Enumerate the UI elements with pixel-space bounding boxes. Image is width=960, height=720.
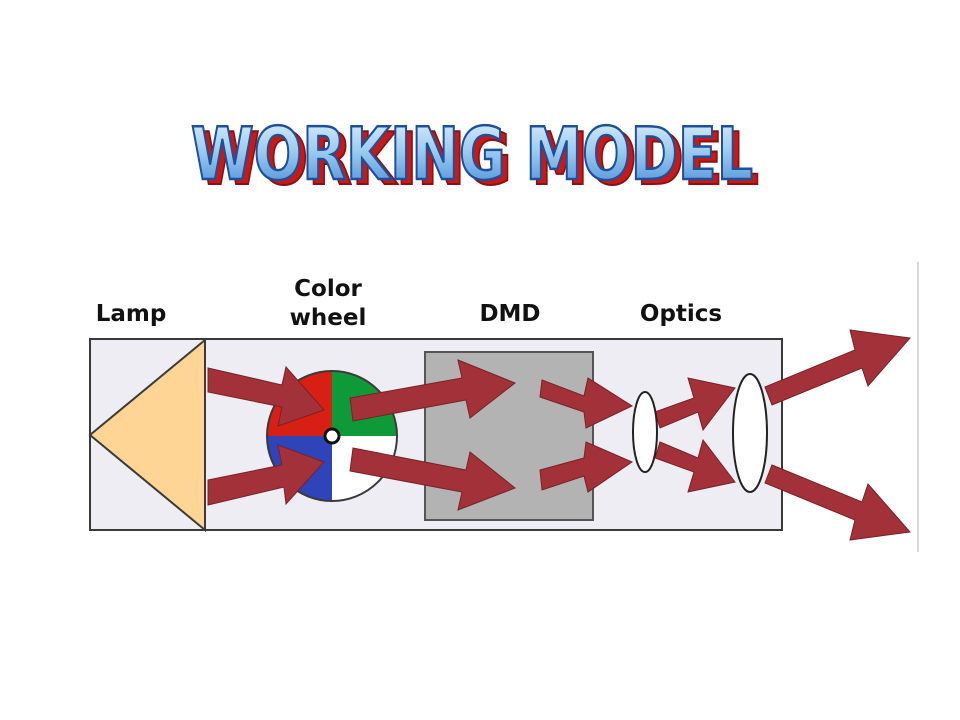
color-wheel-label-line1: Color xyxy=(294,276,362,302)
beam-arrow-optics-lower xyxy=(654,438,736,493)
wheel-hub xyxy=(323,427,341,445)
beam-arrow-dmd-lower xyxy=(539,441,634,493)
color-wheel-label-line2: wheel xyxy=(290,305,367,331)
beam-arrow-output-lower xyxy=(764,464,911,541)
beam-arrow-wheel-lower xyxy=(349,447,516,511)
page-title: WORKING MODEL xyxy=(191,112,753,196)
lamp-label: Lamp xyxy=(96,301,167,327)
beam-arrow-wheel-upper xyxy=(349,359,516,422)
wheel-outline xyxy=(266,370,398,502)
light-beams xyxy=(207,329,911,541)
beam-arrow-lamp-upper xyxy=(207,365,325,427)
optics-lens-small xyxy=(632,391,658,473)
dmd-label: DMD xyxy=(479,301,540,327)
beam-arrow-dmd-upper xyxy=(539,377,634,429)
optics-lens-large xyxy=(732,373,768,493)
dmd-chip xyxy=(424,351,594,521)
beam-arrow-output-upper xyxy=(764,329,911,406)
page-title-shadow: WORKING MODEL xyxy=(197,117,759,201)
optics-label: Optics xyxy=(640,301,722,327)
lamp-triangle xyxy=(88,337,206,533)
beam-arrow-optics-upper xyxy=(654,377,736,432)
beam-arrow-lamp-lower xyxy=(207,444,325,506)
